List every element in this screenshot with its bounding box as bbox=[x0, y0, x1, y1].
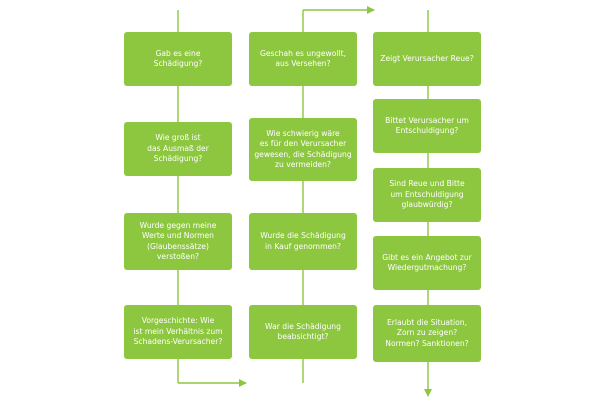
box-vorgeschichte: Vorgeschichte: Wie ist mein Verhältnis z… bbox=[124, 305, 232, 359]
box-text-line: es für den Verursacher bbox=[259, 139, 347, 149]
box-entschuldigung: Bittet Verursacher um Entschuldigung? bbox=[373, 99, 481, 153]
box-text: Wurde die Schädigung in Kauf genommen? bbox=[260, 231, 346, 252]
box-glaubwuerdig: Sind Reue und Bitte um Entschuldigung gl… bbox=[373, 168, 481, 222]
box-text-line: (Glaubenssätze) verstoßen? bbox=[147, 241, 209, 261]
box-beabsichtigt: War die Schädigung beabsichtigt? bbox=[249, 305, 357, 359]
box-text-line: War die Schädigung bbox=[265, 321, 341, 331]
box-text: Wie groß ist das Ausmaß der Schädigung? bbox=[147, 133, 209, 164]
box-text: Gab es eine Schädigung? bbox=[154, 49, 203, 70]
box-text: Sind Reue und Bitte um Entschuldigung gl… bbox=[389, 179, 464, 210]
box-zorn-zeigen: Erlaubt die Situation, Zorn zu zeigen? N… bbox=[373, 305, 481, 362]
box-text-line: das Ausmaß der bbox=[147, 143, 209, 153]
box-text-line: Wiedergutmachung? bbox=[387, 263, 467, 272]
box-text-line: Sind Reue und Bitte bbox=[389, 179, 465, 189]
box-text-line: Wie schwierig wäre bbox=[266, 128, 340, 138]
box-text-line: Zeigt Verursacher Reue? bbox=[380, 53, 474, 63]
box-text-line: Entschuldigung? bbox=[395, 126, 459, 135]
box-text-line: gewesen, die Schädigung bbox=[254, 149, 352, 159]
box-text: Bittet Verursacher um Entschuldigung? bbox=[385, 116, 469, 137]
box-text-line: aus Versehen? bbox=[275, 59, 331, 68]
box-werte-normen: Wurde gegen meine Werte und Normen (Glau… bbox=[124, 213, 232, 270]
box-text-line: Bittet Verursacher um bbox=[385, 115, 469, 125]
box-vermeiden: Wie schwierig wäre es für den Verursache… bbox=[249, 118, 357, 181]
box-ausmass: Wie groß ist das Ausmaß der Schädigung? bbox=[124, 122, 232, 176]
box-text-line: Geschah es ungewollt, bbox=[259, 48, 346, 58]
box-text: Vorgeschichte: Wie ist mein Verhältnis z… bbox=[133, 316, 222, 347]
box-text: War die Schädigung beabsichtigt? bbox=[265, 322, 341, 343]
box-text-line: Gibt es ein Angebot zur bbox=[382, 252, 472, 262]
box-text-line: Schadens-Verursacher? bbox=[133, 337, 223, 347]
box-text-line: glaubwürdig? bbox=[401, 200, 453, 210]
box-text-line: Vorgeschichte: Wie bbox=[141, 316, 215, 326]
box-text-line: zu vermeiden? bbox=[275, 159, 331, 169]
box-text-line: Normen? Sanktionen? bbox=[385, 338, 469, 348]
box-text-line: Gab es eine bbox=[155, 48, 201, 58]
box-text: Wurde gegen meine Werte und Normen (Glau… bbox=[128, 221, 228, 263]
box-text-line: Wurde gegen meine bbox=[139, 220, 217, 230]
box-text: Erlaubt die Situation, Zorn zu zeigen? N… bbox=[385, 318, 468, 349]
box-text-line: Wie groß ist bbox=[155, 133, 201, 143]
box-text: Geschah es ungewollt, aus Versehen? bbox=[260, 49, 346, 70]
box-ungewollt: Geschah es ungewollt, aus Versehen? bbox=[249, 32, 357, 86]
box-text-line: Schädigung? bbox=[153, 154, 203, 164]
box-text-line: Wurde die Schädigung bbox=[260, 231, 346, 241]
box-text: Wie schwierig wäre es für den Verursache… bbox=[254, 129, 351, 171]
box-text-line: Schädigung? bbox=[153, 59, 203, 68]
box-text: Zeigt Verursacher Reue? bbox=[380, 54, 473, 64]
box-text-line: beabsichtigt? bbox=[277, 332, 329, 341]
box-in-kauf-genommen: Wurde die Schädigung in Kauf genommen? bbox=[249, 213, 357, 270]
box-text-line: Zorn zu zeigen? bbox=[396, 328, 458, 338]
box-text-line: in Kauf genommen? bbox=[265, 241, 341, 251]
box-text-line: ist mein Verhältnis zum bbox=[133, 326, 223, 336]
box-text-line: um Entschuldigung bbox=[390, 189, 464, 199]
box-text-line: Erlaubt die Situation, bbox=[386, 317, 468, 327]
box-text: Gibt es ein Angebot zur Wiedergutmachung… bbox=[382, 253, 472, 274]
box-schaedigung: Gab es eine Schädigung? bbox=[124, 32, 232, 86]
box-wiedergutmachung: Gibt es ein Angebot zur Wiedergutmachung… bbox=[373, 236, 481, 290]
box-reue: Zeigt Verursacher Reue? bbox=[373, 32, 481, 86]
box-text-line: Werte und Normen bbox=[142, 231, 214, 241]
